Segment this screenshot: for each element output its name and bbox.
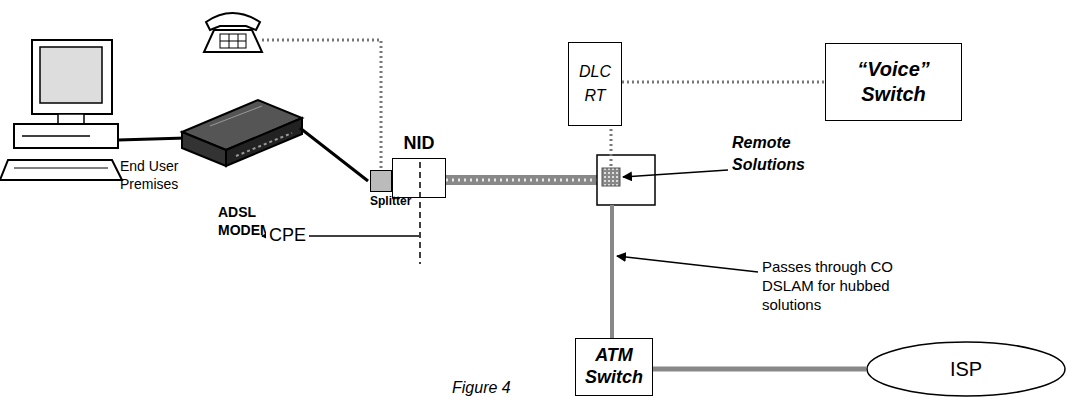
node-label: ISP bbox=[950, 357, 982, 381]
connector-line bbox=[622, 81, 825, 84]
figure-caption: Figure 4 bbox=[452, 378, 511, 397]
copper-loop-hatch bbox=[446, 179, 598, 182]
splitter-outline bbox=[370, 170, 392, 192]
node-heading: NID bbox=[404, 128, 435, 158]
remote-dslam bbox=[602, 168, 620, 186]
computer-icon bbox=[0, 40, 122, 180]
region-label: CPE bbox=[266, 225, 309, 247]
node-heading: Splitter bbox=[370, 192, 430, 210]
copper-loop bbox=[446, 175, 598, 185]
callout-label: Remote Solutions bbox=[732, 132, 816, 177]
leader-arrow bbox=[623, 170, 728, 177]
switch-box: ATM Switch bbox=[575, 338, 653, 396]
dlc-box: DLC RT bbox=[568, 42, 622, 126]
telephone-icon bbox=[204, 13, 262, 52]
node-label: ATM Switch bbox=[582, 345, 646, 388]
nid-box: NID bbox=[392, 128, 446, 198]
location-label: End User Premises bbox=[120, 158, 200, 193]
boundary-line bbox=[419, 162, 421, 264]
node-label: DLC RT bbox=[575, 60, 615, 108]
switch-box: “Voice” Switch bbox=[825, 43, 962, 121]
isp-ellipse: ISP bbox=[866, 341, 1066, 397]
remote-cabinet bbox=[597, 155, 655, 205]
callout-label: Passes through CO DSLAM for hubbed solut… bbox=[762, 258, 912, 314]
connector-line bbox=[653, 367, 866, 372]
data-cable bbox=[118, 138, 186, 140]
modem-icon bbox=[182, 100, 302, 166]
voice-line bbox=[262, 40, 381, 168]
voice-line bbox=[610, 128, 613, 166]
nid-outline bbox=[392, 158, 446, 198]
splitter-box: Splitter bbox=[366, 170, 430, 210]
node-label: “Voice” Switch bbox=[839, 57, 949, 107]
leader-arrow bbox=[617, 256, 758, 272]
data-cable bbox=[300, 128, 368, 181]
uplink-line bbox=[610, 205, 614, 338]
